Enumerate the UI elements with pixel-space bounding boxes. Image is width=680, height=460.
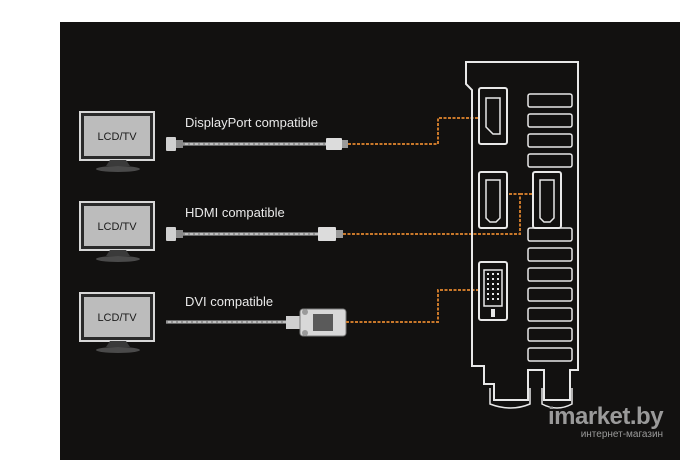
watermark: imarket.by интернет-магазин [548, 403, 664, 441]
hdmi-label: HDMI compatible [185, 205, 285, 220]
hdmi-cable [166, 227, 343, 241]
dvi-label: DVI compatible [185, 294, 273, 309]
watermark-logo-text: imarket.by [548, 403, 664, 430]
graphics-card-bracket [465, 61, 579, 409]
hdmi-port-2 [532, 171, 562, 229]
monitor-label: LCD/TV [97, 312, 137, 324]
monitor-label: LCD/TV [97, 131, 137, 143]
hdmi-port-1 [478, 171, 508, 229]
monitor-label: LCD/TV [97, 221, 137, 233]
monitor-hdmi: LCD/TV [79, 201, 155, 262]
diagram-canvas: LCD/TV LCD/TV LCD/TV DisplayPort compati… [60, 22, 680, 460]
displayport-port [478, 87, 508, 145]
watermark-subtitle: интернет-магазин [580, 429, 664, 440]
monitor-displayport: LCD/TV [79, 111, 155, 172]
displayport-cable [166, 137, 348, 151]
displayport-label: DisplayPort compatible [185, 115, 318, 130]
dvi-cable [166, 308, 347, 337]
connection-diagram: LCD/TV LCD/TV LCD/TV DisplayPort compati… [79, 61, 579, 409]
dvi-port [478, 261, 508, 321]
connection-wires [343, 117, 536, 323]
monitor-dvi: LCD/TV [79, 292, 155, 353]
